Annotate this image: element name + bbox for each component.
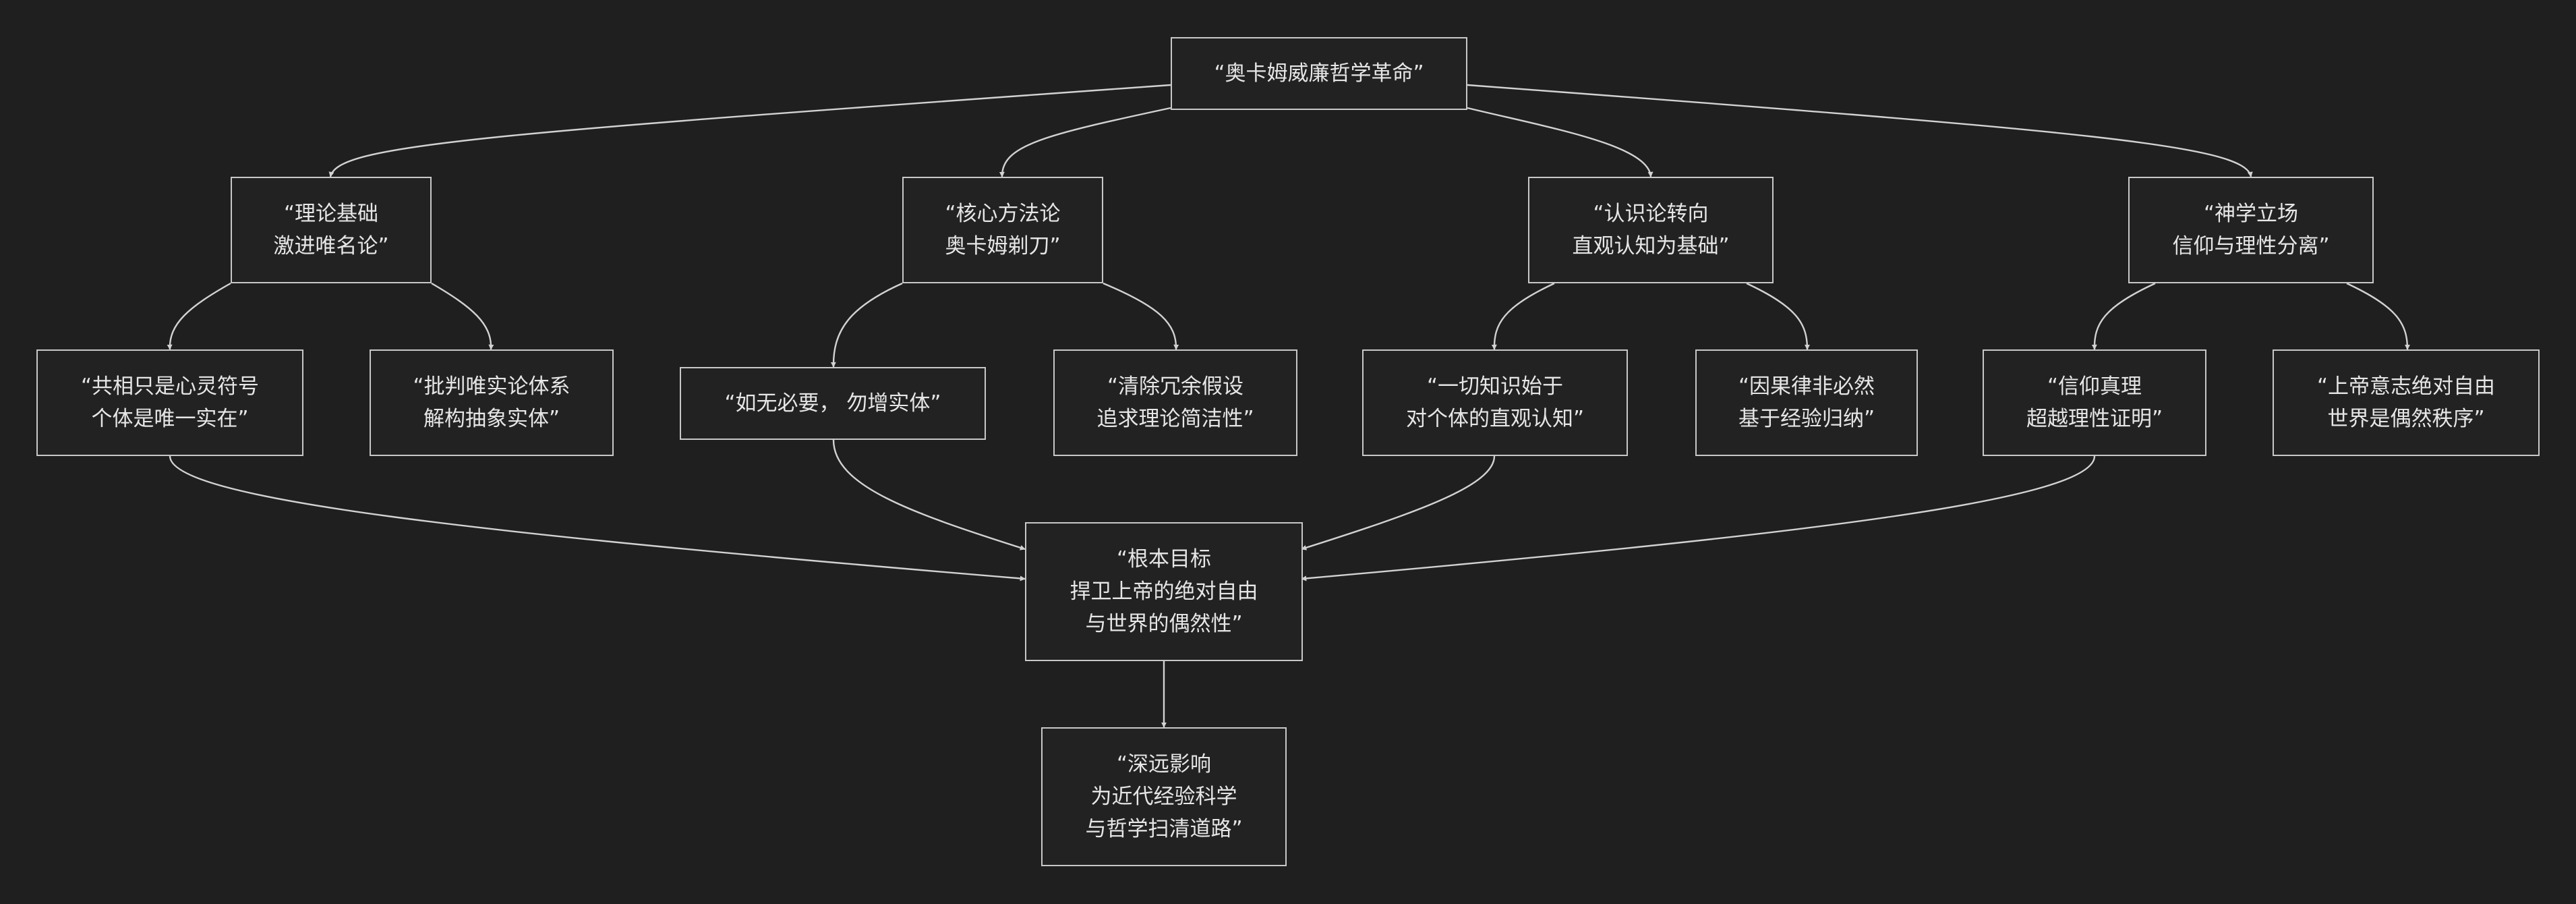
node-epistemology-line-2: 直观认知为基础”: [1572, 234, 1730, 258]
node-simplicity-line-2: 追求理论简洁性”: [1096, 407, 1254, 431]
edge-epist-e1: [1491, 282, 1555, 350]
node-faith-truth-line-1: “信仰真理: [2047, 374, 2142, 399]
node-fundamental-goal: “根本目标 捍卫上帝的绝对自由 与世界的偶然性”: [1025, 522, 1303, 661]
node-causality-line-2: 基于经验归纳”: [1738, 407, 1875, 431]
edge-root-theory: [328, 84, 1171, 177]
node-causality-line-1: “因果律非必然: [1738, 374, 1875, 399]
node-fundamental-goal-line-1: “根本目标: [1116, 547, 1212, 571]
node-theoretical-basis: “理论基础 激进唯名论”: [231, 177, 432, 283]
node-universals-line-1: “共相只是心灵符号: [80, 374, 260, 399]
node-theology-line-2: 信仰与理性分离”: [2172, 234, 2330, 258]
node-divine-will-line-2: 世界是偶然秩序”: [2327, 407, 2485, 431]
edge-theo-g1: [2091, 282, 2156, 350]
node-causality: “因果律非必然 基于经验归纳”: [1695, 349, 1918, 456]
node-razor-principle-line-1: “如无必要， 勿增实体”: [724, 391, 941, 416]
node-critique-realism-line-1: “批判唯实论体系: [413, 374, 570, 399]
node-intuitive-cognition-line-2: 对个体的直观认知”: [1405, 407, 1585, 431]
node-fundamental-goal-line-3: 与世界的偶然性”: [1085, 612, 1243, 636]
node-faith-truth: “信仰真理 超越理性证明”: [1983, 349, 2206, 456]
node-razor-principle: “如无必要， 勿增实体”: [680, 367, 986, 440]
node-simplicity-line-1: “清除冗余假设: [1107, 374, 1244, 399]
edge-g1-goal: [1301, 455, 2096, 582]
edge-m1-goal: [832, 439, 1026, 550]
node-core-method: “核心方法论 奥卡姆剃刀”: [902, 177, 1103, 283]
node-far-reaching-influence: “深远影响 为近代经验科学 与哲学扫清道路”: [1041, 727, 1287, 866]
node-faith-truth-line-2: 超越理性证明”: [2026, 407, 2163, 431]
edge-method-m1: [830, 282, 903, 368]
node-theoretical-basis-line-2: 激进唯名论”: [273, 234, 389, 258]
node-epistemology: “认识论转向 直观认知为基础”: [1528, 177, 1774, 283]
node-fundamental-goal-line-2: 捍卫上帝的绝对自由: [1070, 580, 1258, 604]
node-critique-realism-line-2: 解构抽象实体”: [423, 407, 560, 431]
node-universals-line-2: 个体是唯一实在”: [91, 407, 249, 431]
node-divine-will: “上帝意志绝对自由 世界是偶然秩序”: [2273, 349, 2540, 456]
edge-root-method: [999, 107, 1171, 177]
edge-theory-t1: [167, 282, 231, 350]
node-intuitive-cognition-line-1: “一切知识始于: [1426, 374, 1564, 399]
node-critique-realism: “批判唯实论体系 解构抽象实体”: [370, 349, 614, 456]
node-theology: “神学立场 信仰与理性分离”: [2128, 177, 2374, 283]
node-divine-will-line-1: “上帝意志绝对自由: [2316, 374, 2496, 399]
node-theoretical-basis-line-1: “理论基础: [283, 202, 379, 226]
edge-root-theo: [1467, 84, 2253, 177]
node-far-reaching-influence-line-2: 为近代经验科学: [1090, 785, 1237, 809]
edge-t1-goal: [169, 455, 1026, 582]
edge-root-epist: [1467, 107, 1653, 177]
node-root: “奥卡姆威廉哲学革命”: [1171, 37, 1467, 110]
edge-epist-e2: [1746, 282, 1810, 350]
node-intuitive-cognition: “一切知识始于 对个体的直观认知”: [1362, 349, 1628, 456]
node-theology-line-1: “神学立场: [2203, 202, 2299, 226]
node-universals: “共相只是心灵符号 个体是唯一实在”: [36, 349, 303, 456]
edge-theo-g2: [2346, 282, 2410, 350]
node-core-method-line-2: 奥卡姆剃刀”: [945, 234, 1061, 258]
edge-method-m2: [1103, 282, 1179, 350]
node-core-method-line-1: “核心方法论: [945, 202, 1061, 226]
edge-theory-t2: [431, 282, 494, 350]
node-simplicity: “清除冗余假设 追求理论简洁性”: [1053, 349, 1297, 456]
node-root-line-1: “奥卡姆威廉哲学革命”: [1214, 61, 1424, 86]
edge-e1-goal: [1301, 455, 1496, 550]
node-far-reaching-influence-line-3: 与哲学扫清道路”: [1085, 817, 1243, 841]
node-far-reaching-influence-line-1: “深远影响: [1116, 752, 1212, 776]
node-epistemology-line-1: “认识论转向: [1593, 202, 1709, 226]
